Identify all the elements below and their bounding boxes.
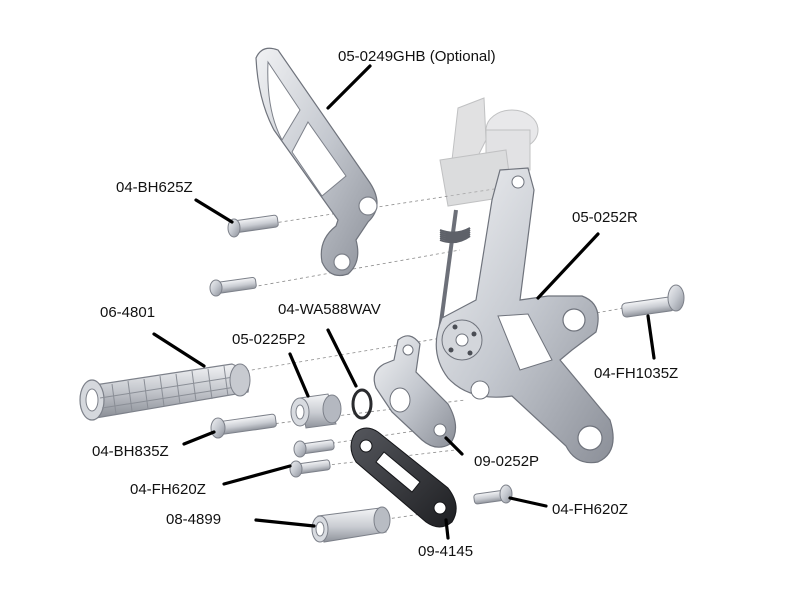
part-labels: 05-0249GHB (Optional) 04-BH625Z 05-0252R… xyxy=(92,48,678,560)
bolts-fh620-left-part xyxy=(289,439,335,478)
leader-pivot-arm xyxy=(444,436,464,456)
label-peg: 06-4801 xyxy=(100,304,155,321)
wave-washer-part xyxy=(351,388,373,420)
leader-bh835 xyxy=(182,430,216,446)
heel-guard-part xyxy=(255,47,378,277)
leader-fh620-left xyxy=(222,464,292,486)
label-fh620-left: 04-FH620Z xyxy=(130,481,206,498)
bolt-fh620-right-part xyxy=(473,484,513,505)
brake-spring xyxy=(438,209,471,331)
label-pivot-bolt: 04-FH1035Z xyxy=(594,365,678,382)
pivot-bolt-part xyxy=(621,284,685,318)
label-heel-guard: 05-0249GHB (Optional) xyxy=(338,48,496,65)
label-pivot-arm: 09-0252P xyxy=(474,453,539,470)
bushing-part xyxy=(290,393,342,429)
spacer-part xyxy=(311,506,391,543)
leader-lines xyxy=(152,64,656,540)
leader-peg xyxy=(152,332,206,368)
bolt-bh835-part xyxy=(210,413,277,439)
leader-heel-guard xyxy=(326,64,372,110)
leader-bushing xyxy=(288,352,310,398)
rearset-bracket-part xyxy=(435,167,614,464)
label-bh835: 04-BH835Z xyxy=(92,443,169,460)
leader-spacer xyxy=(254,518,316,528)
label-wave-washer: 04-WA588WAV xyxy=(278,301,381,318)
label-bracket: 05-0252R xyxy=(572,209,638,226)
label-spacer: 08-4899 xyxy=(166,511,221,528)
leader-link-plate xyxy=(444,518,450,540)
heel-guard-bolts xyxy=(209,214,279,297)
label-bh625: 04-BH625Z xyxy=(116,179,193,196)
leader-wave-washer xyxy=(326,328,358,388)
foot-peg-part xyxy=(79,363,251,421)
leader-pivot-bolt xyxy=(646,314,656,360)
label-fh620-right: 04-FH620Z xyxy=(552,501,628,518)
leader-bracket xyxy=(536,232,600,300)
link-plate-part xyxy=(350,427,457,528)
leader-bh625 xyxy=(194,198,234,224)
leader-fh620-right xyxy=(508,496,548,508)
label-bushing: 05-0225P2 xyxy=(232,331,305,348)
label-link-plate: 09-4145 xyxy=(418,543,473,560)
